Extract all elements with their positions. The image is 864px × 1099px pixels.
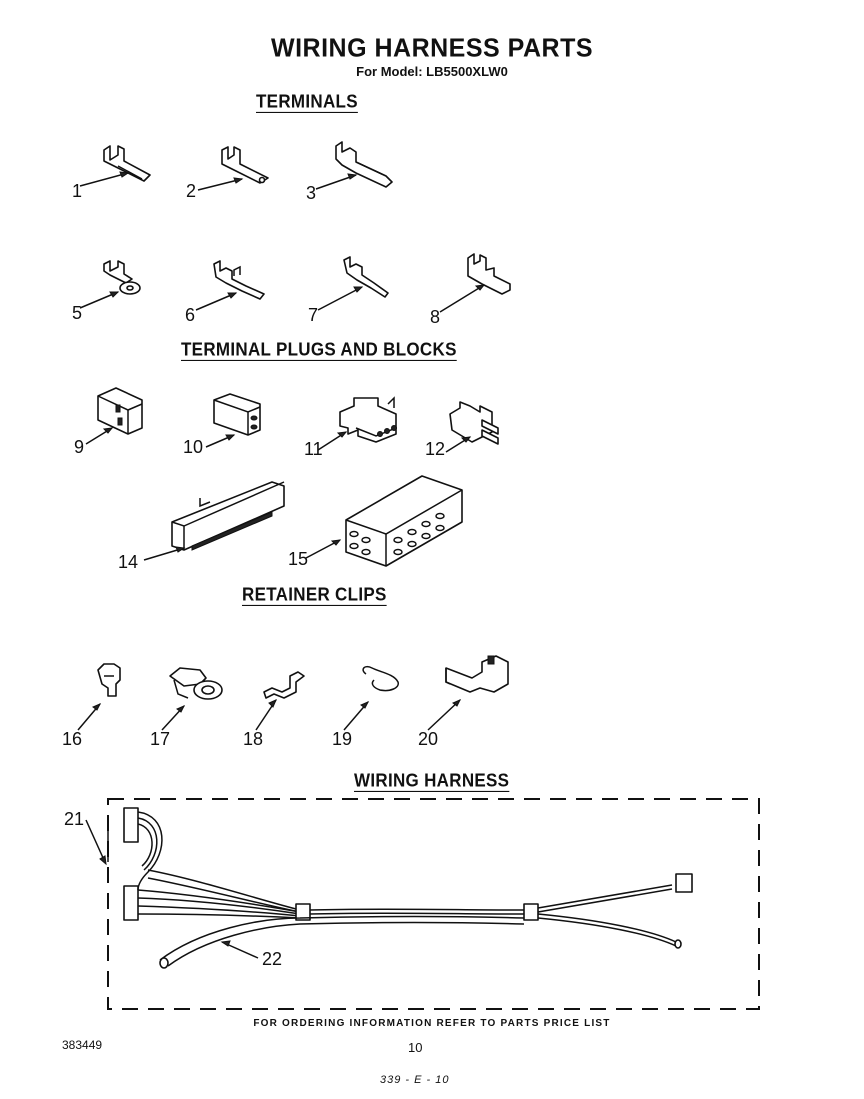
hose-22-drawing <box>85 819 682 969</box>
section-harness-heading: WIRING HARNESS <box>354 770 510 791</box>
section-plugs-heading: TERMINAL PLUGS AND BLOCKS <box>181 339 457 360</box>
clip-17-drawing <box>161 667 223 731</box>
part-number-3: 3 <box>306 183 317 203</box>
part-number-1: 1 <box>72 181 83 201</box>
block-15-drawing <box>305 475 463 567</box>
section-clips-heading: RETAINER CLIPS <box>242 584 387 605</box>
handwritten-code: 339 - E - 10 <box>380 1074 450 1086</box>
model-subtitle: For Model: LB5500XLW0 <box>356 64 508 79</box>
part-number-8: 8 <box>430 307 441 327</box>
terminal-2-drawing <box>197 146 269 191</box>
part-number-7: 7 <box>308 305 319 325</box>
harness-frame <box>107 798 760 1010</box>
part-number-22: 22 <box>262 949 283 969</box>
block-11-drawing <box>317 396 397 451</box>
terminal-1-drawing <box>79 145 151 187</box>
part-number-18: 18 <box>243 729 264 749</box>
page-number: 10 <box>408 1040 423 1055</box>
part-number-10: 10 <box>183 437 204 457</box>
wiring-harness-21-drawing <box>123 807 693 947</box>
part-number-17: 17 <box>150 729 171 749</box>
block-14-drawing <box>143 481 285 561</box>
terminal-5-drawing <box>79 260 141 309</box>
part-number-12: 12 <box>425 439 446 459</box>
document-number: 383449 <box>62 1038 103 1052</box>
part-number-9: 9 <box>74 437 85 457</box>
part-number-16: 16 <box>62 729 83 749</box>
clip-19-drawing <box>343 665 399 731</box>
part-number-5: 5 <box>72 303 83 323</box>
part-number-21: 21 <box>64 809 85 829</box>
clip-20-drawing <box>427 655 509 731</box>
section-terminals-heading: TERMINALS <box>256 91 358 112</box>
part-number-15: 15 <box>288 549 309 569</box>
part-number-20: 20 <box>418 729 439 749</box>
clip-18-drawing <box>255 671 305 731</box>
terminal-8-drawing <box>439 253 511 313</box>
page-title: WIRING HARNESS PARTS <box>270 33 594 63</box>
clip-16-drawing <box>77 663 121 731</box>
terminal-7-drawing <box>317 256 389 311</box>
part-number-19: 19 <box>332 729 353 749</box>
plug-9-drawing <box>85 387 143 445</box>
terminal-3-drawing <box>315 141 393 190</box>
terminal-6-drawing <box>195 260 265 311</box>
plug-10-drawing <box>205 393 261 448</box>
part-number-2: 2 <box>186 181 197 201</box>
part-number-14: 14 <box>118 552 139 572</box>
ordering-note: FOR ORDERING INFORMATION REFER TO PARTS … <box>253 1018 611 1029</box>
part-number-6: 6 <box>185 305 196 325</box>
part-number-11: 11 <box>304 439 323 459</box>
plug-12-drawing <box>445 401 499 453</box>
